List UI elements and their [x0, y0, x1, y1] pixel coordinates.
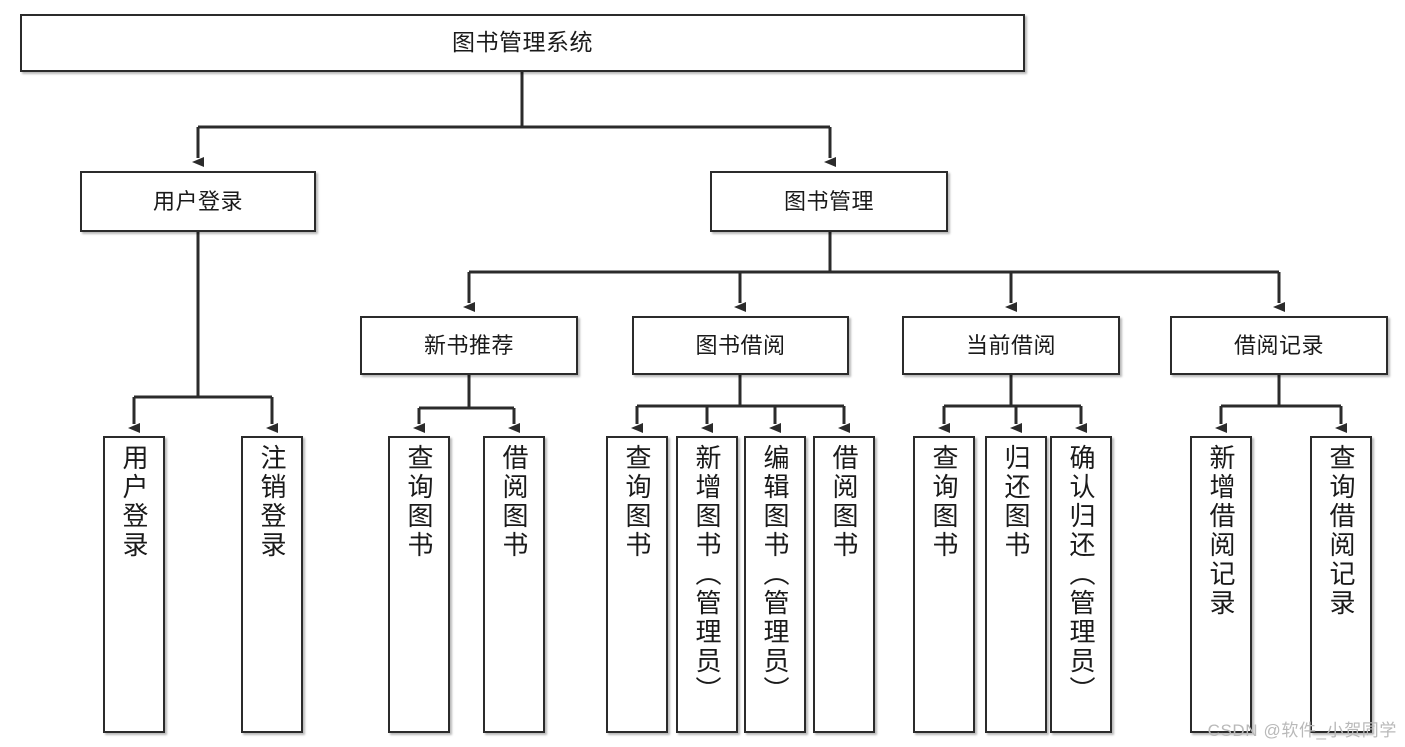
node-leaf-query-record[interactable]: 查询借阅记录	[1310, 436, 1372, 733]
node-book-manage-label: 图书管理	[783, 188, 874, 214]
node-root-label: 图书管理系统	[452, 29, 593, 56]
node-leaf-return-book-label: 归还图书	[1001, 444, 1031, 560]
node-leaf-query-book-2[interactable]: 查询图书	[606, 436, 668, 733]
node-leaf-confirm-return[interactable]: 确认归还（管理员）	[1050, 436, 1112, 733]
node-leaf-edit-book-label: 编辑图书（管理员）	[760, 444, 790, 705]
node-new-book-rec-label: 新书推荐	[423, 332, 514, 358]
node-leaf-query-book-3[interactable]: 查询图书	[913, 436, 975, 733]
node-new-book-rec[interactable]: 新书推荐	[360, 316, 578, 375]
csdn-watermark: CSDN @软件_小贺同学	[1207, 721, 1397, 740]
node-borrow-record[interactable]: 借阅记录	[1170, 316, 1388, 375]
node-leaf-logout[interactable]: 注销登录	[241, 436, 303, 733]
node-leaf-logout-label: 注销登录	[257, 444, 287, 560]
node-leaf-query-record-label: 查询借阅记录	[1326, 444, 1356, 618]
node-leaf-borrow-book-2-label: 借阅图书	[829, 444, 859, 560]
node-leaf-query-book-1-label: 查询图书	[404, 444, 434, 560]
node-leaf-return-book[interactable]: 归还图书	[985, 436, 1047, 733]
node-book-manage[interactable]: 图书管理	[710, 171, 948, 232]
node-leaf-add-book[interactable]: 新增图书（管理员）	[676, 436, 738, 733]
node-user-login[interactable]: 用户登录	[80, 171, 316, 232]
node-leaf-user-login-label: 用户登录	[119, 444, 149, 560]
node-leaf-borrow-book-1[interactable]: 借阅图书	[483, 436, 545, 733]
node-leaf-add-book-label: 新增图书（管理员）	[692, 444, 722, 705]
node-leaf-borrow-book-2[interactable]: 借阅图书	[813, 436, 875, 733]
node-leaf-add-record-label: 新增借阅记录	[1206, 444, 1236, 618]
node-user-login-label: 用户登录	[152, 188, 243, 214]
node-leaf-borrow-book-1-label: 借阅图书	[499, 444, 529, 560]
node-leaf-query-book-2-label: 查询图书	[622, 444, 652, 560]
node-leaf-user-login[interactable]: 用户登录	[103, 436, 165, 733]
node-leaf-query-book-1[interactable]: 查询图书	[388, 436, 450, 733]
node-borrow-record-label: 借阅记录	[1233, 332, 1324, 358]
node-current-borrow[interactable]: 当前借阅	[902, 316, 1120, 375]
node-leaf-confirm-return-label: 确认归还（管理员）	[1066, 444, 1096, 705]
node-root[interactable]: 图书管理系统	[20, 14, 1025, 72]
node-leaf-add-record[interactable]: 新增借阅记录	[1190, 436, 1252, 733]
node-book-borrow-label: 图书借阅	[695, 332, 786, 358]
node-leaf-query-book-3-label: 查询图书	[929, 444, 959, 560]
node-book-borrow[interactable]: 图书借阅	[632, 316, 849, 375]
node-leaf-edit-book[interactable]: 编辑图书（管理员）	[744, 436, 806, 733]
node-current-borrow-label: 当前借阅	[965, 332, 1056, 358]
